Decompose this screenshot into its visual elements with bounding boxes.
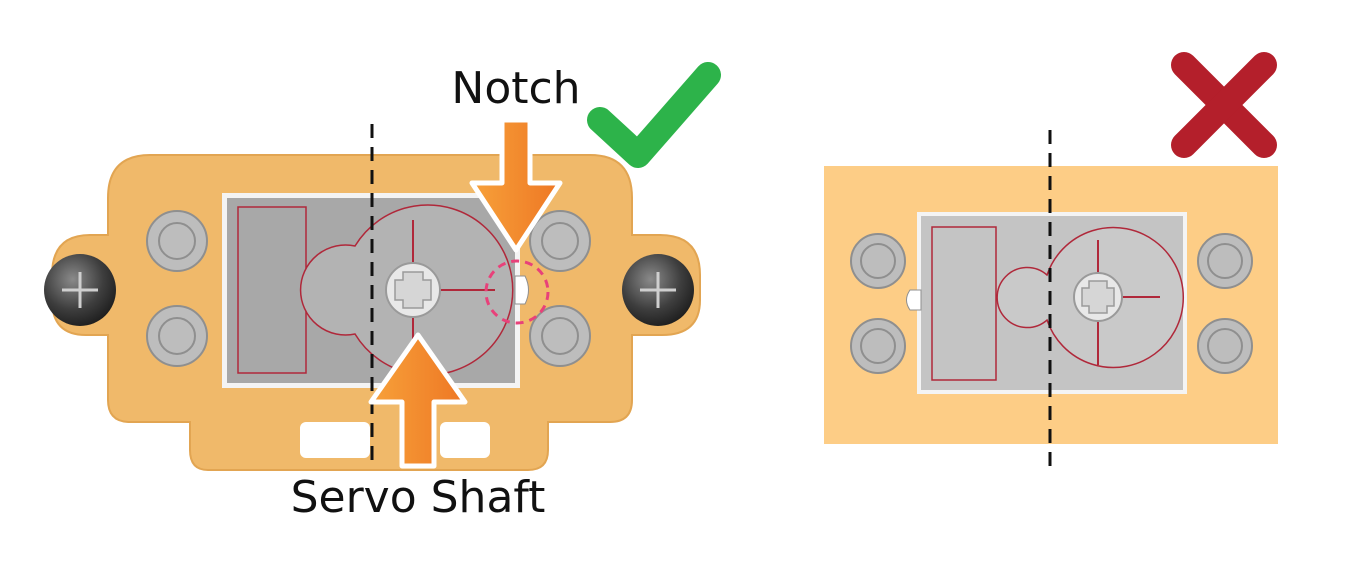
shaft-arrow-icon (368, 332, 468, 469)
check-icon (587, 62, 721, 168)
mounting-hole (850, 318, 906, 374)
correct-panel: Notch Servo Shaft (44, 62, 721, 523)
servo-shaft (1073, 272, 1123, 322)
mounting-hole (529, 305, 591, 367)
screw-icon (622, 254, 694, 326)
servo-shaft-label: Servo Shaft (291, 472, 546, 523)
mounting-hole (146, 210, 208, 272)
mounting-hole (1197, 233, 1253, 289)
notch-arrow-icon (469, 117, 563, 253)
mounting-hole (146, 305, 208, 367)
notch-label: Notch (451, 63, 580, 114)
mounting-hole (529, 210, 591, 272)
notch-highlight (484, 259, 550, 325)
mounting-hole (850, 233, 906, 289)
mounting-hole (1197, 318, 1253, 374)
incorrect-panel (824, 52, 1278, 466)
servo-body (222, 193, 529, 388)
servo-shaft (385, 262, 441, 318)
cross-icon (1171, 52, 1277, 158)
servo-body (906, 212, 1187, 394)
screw-icon (44, 254, 116, 326)
